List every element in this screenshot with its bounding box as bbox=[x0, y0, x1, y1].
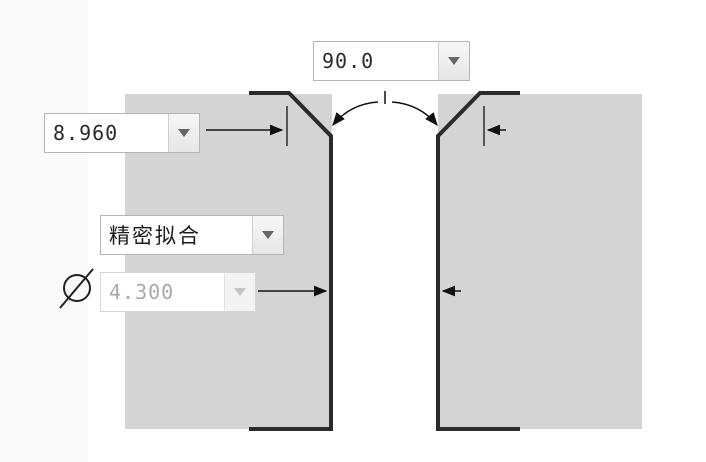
width-dropdown-button[interactable] bbox=[168, 114, 199, 152]
angle-arc-right bbox=[391, 101, 438, 127]
triangle-down-icon bbox=[448, 57, 460, 65]
fit-type-dropdown-button[interactable] bbox=[252, 216, 283, 254]
fit-type-value: 精密拟合 bbox=[109, 224, 201, 248]
diameter-symbol-icon bbox=[59, 268, 94, 309]
angle-value: 90.0 bbox=[322, 49, 375, 73]
width-value: 8.960 bbox=[53, 121, 119, 145]
left-margin-strip bbox=[0, 0, 88, 462]
hole-outline-right bbox=[436, 91, 520, 431]
wall-right bbox=[438, 94, 642, 429]
width-input[interactable]: 8.960 bbox=[44, 113, 200, 153]
hole-outline-left bbox=[249, 91, 333, 431]
fit-type-select[interactable]: 精密拟合 bbox=[100, 215, 284, 255]
diameter-value: 4.300 bbox=[109, 280, 175, 304]
diameter-input[interactable]: 4.300 bbox=[100, 272, 256, 312]
angle-arc-left bbox=[332, 101, 379, 127]
triangle-down-icon bbox=[262, 231, 274, 239]
triangle-down-icon bbox=[234, 288, 246, 296]
diameter-dropdown-button[interactable] bbox=[224, 273, 255, 311]
triangle-down-icon bbox=[178, 129, 190, 137]
angle-input[interactable]: 90.0 bbox=[313, 41, 470, 81]
angle-dropdown-button[interactable] bbox=[438, 42, 469, 80]
